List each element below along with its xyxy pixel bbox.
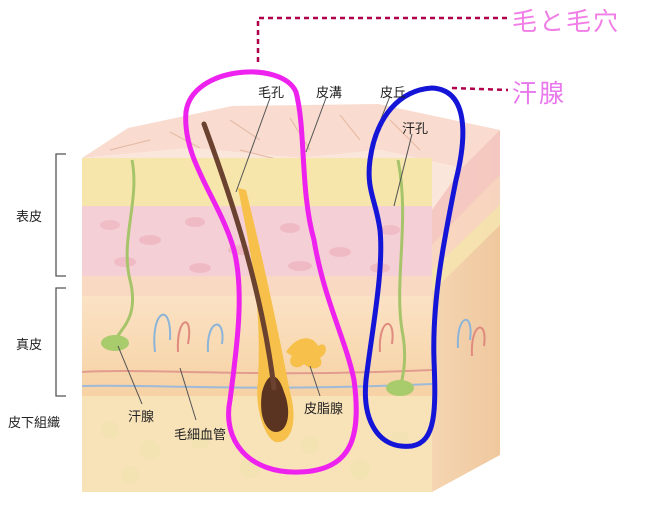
label-skin-groove: 皮溝 (316, 86, 343, 101)
layer-brackets (55, 153, 66, 397)
sweat-gland-highlight (362, 85, 466, 449)
pointer-lines (117, 95, 413, 421)
label-skin-ridge: 皮丘 (380, 86, 407, 101)
sweat-gland-right (386, 159, 414, 396)
callout-leaders (256, 16, 509, 92)
label-hair-pore: 毛孔 (258, 86, 285, 101)
label-sweat-pore: 汗孔 (402, 122, 429, 137)
callout-sweat-gland: 汗腺 (512, 79, 567, 108)
sweat-gland-left (101, 159, 136, 351)
front-face (81, 158, 486, 492)
layer-label-dermis: 真皮 (16, 338, 43, 353)
label-capillary: 毛細血管 (174, 428, 227, 443)
layer-label-subcutaneous: 皮下組織 (8, 416, 61, 431)
hair-follicle (201, 121, 326, 443)
label-sebaceous-gland: 皮脂腺 (304, 402, 344, 417)
callout-hair-and-pores: 毛と毛穴 (512, 7, 621, 36)
layer-label-epidermis: 表皮 (16, 210, 43, 225)
label-sweat-gland: 汗腺 (128, 410, 155, 425)
hair-follicle-highlight (183, 69, 359, 475)
